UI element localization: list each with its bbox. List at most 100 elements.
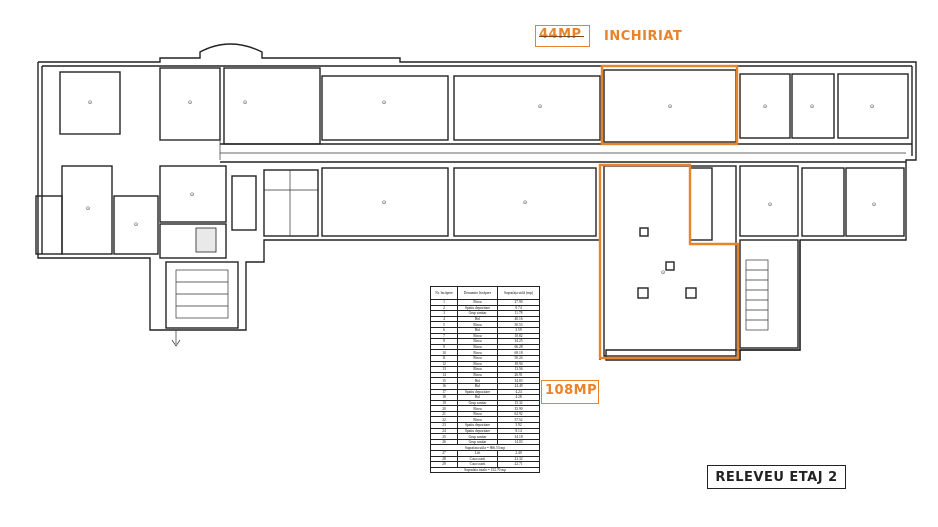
- table-cell: 3.92: [497, 422, 540, 429]
- svg-text:⊙: ⊙: [870, 104, 874, 110]
- area-top-label: 44MP: [539, 27, 582, 42]
- svg-text:⊙: ⊙: [188, 100, 192, 106]
- header-area: Suprafața utilă (mp): [497, 286, 540, 300]
- table-cell: 15: [429, 377, 459, 384]
- table-cell: 5: [429, 321, 459, 328]
- svg-text:⊙: ⊙: [382, 200, 386, 206]
- table-cell: 28: [429, 455, 459, 463]
- table-cell: 12: [429, 360, 459, 368]
- svg-text:⊙: ⊙: [763, 104, 767, 110]
- table-cell: 1: [429, 299, 459, 306]
- table-cell: 26: [429, 438, 459, 446]
- table-cell: 23: [429, 422, 459, 429]
- table-cell: 57.52: [497, 416, 540, 424]
- total-row: Suprafata totala = 152.70 mp: [430, 466, 540, 474]
- right-lower-wing: [603, 165, 905, 357]
- table-cell: 13.56: [497, 366, 540, 373]
- table-cell: 29: [429, 461, 459, 468]
- total-row-text: Suprafata totala = 152.70 mp: [430, 466, 540, 474]
- table-cell: 4.24: [497, 388, 540, 396]
- table-cell: 4: [429, 315, 459, 323]
- drawing-title: RELEVEU ETAJ 2: [707, 465, 846, 489]
- svg-text:⊙: ⊙: [134, 222, 138, 228]
- header-room-no: Nr. încăpere: [429, 286, 459, 300]
- room-number-markers: ⊙ ⊙ ⊙ ⊙ ⊙ ⊙ ⊙ ⊙ ⊙ ⊙ ⊙ ⊙ ⊙ ⊙ ⊙ ⊙ ⊙: [86, 100, 876, 276]
- table-cell: 2.40: [497, 450, 540, 457]
- svg-text:⊙: ⊙: [86, 206, 90, 212]
- table-cell: 66.28: [497, 343, 540, 351]
- table-cell: 24.49: [497, 382, 540, 390]
- svg-text:⊙: ⊙: [190, 192, 194, 198]
- table-cell: 20: [429, 405, 459, 412]
- table-cell: 62.92: [497, 410, 540, 418]
- available-area-outline: [598, 163, 740, 360]
- svg-text:⊙: ⊙: [768, 202, 772, 208]
- subtotal-row: Suprafata utila = 866.53 mp: [430, 444, 540, 451]
- rented-area-outline: [600, 64, 739, 146]
- table-cell: 34.18: [497, 433, 540, 440]
- svg-text:⊙: ⊙: [810, 104, 814, 110]
- table-cell: 21.32: [497, 455, 540, 463]
- table-cell: 27: [429, 450, 459, 457]
- table-cell: 14: [429, 371, 459, 379]
- table-cell: 10.82: [497, 332, 540, 340]
- table-cell: 11: [429, 354, 459, 362]
- table-cell: 3: [429, 310, 459, 317]
- table-cell: 19: [429, 399, 459, 407]
- svg-text:⊙: ⊙: [661, 270, 665, 276]
- area-bottom-label: 108MP: [545, 383, 598, 398]
- svg-text:⊙: ⊙: [872, 202, 876, 208]
- area-bottom-frame: [541, 380, 599, 404]
- table-cell: 50.53: [497, 321, 540, 328]
- table-cell: 25: [429, 433, 459, 440]
- table-cell: 50.24: [497, 354, 540, 362]
- table-cell: 21: [429, 410, 459, 418]
- table-cell: 40.16: [497, 315, 540, 323]
- table-header-row: Nr. încăpere Denumire încăpere Suprafața…: [429, 286, 540, 300]
- table-cell: 2: [429, 304, 459, 312]
- subtotal-row-text: Suprafata utila = 866.53 mp: [430, 444, 540, 451]
- table-cell: 10: [429, 349, 459, 356]
- table-cell: 22.71: [497, 461, 540, 468]
- table-cell: 17: [429, 388, 459, 396]
- table-cell: 34.83: [497, 377, 540, 384]
- table-cell: 13: [429, 366, 459, 373]
- table-cell: 4.28: [497, 394, 540, 401]
- corridor: [220, 143, 912, 163]
- table-cell: 27.90: [497, 299, 540, 306]
- table-cell: 24: [429, 427, 459, 435]
- table-cell: 11.78: [497, 310, 540, 317]
- table-cell: 16: [429, 382, 459, 390]
- table-cell: 34.25: [497, 338, 540, 345]
- table-cell: 15.32: [497, 399, 540, 407]
- svg-text:⊙: ⊙: [88, 100, 92, 106]
- left-wing-rooms: [35, 165, 257, 347]
- building-outline: [37, 43, 917, 361]
- svg-text:⊙: ⊙: [523, 200, 527, 206]
- table-cell: 0.74: [497, 304, 540, 312]
